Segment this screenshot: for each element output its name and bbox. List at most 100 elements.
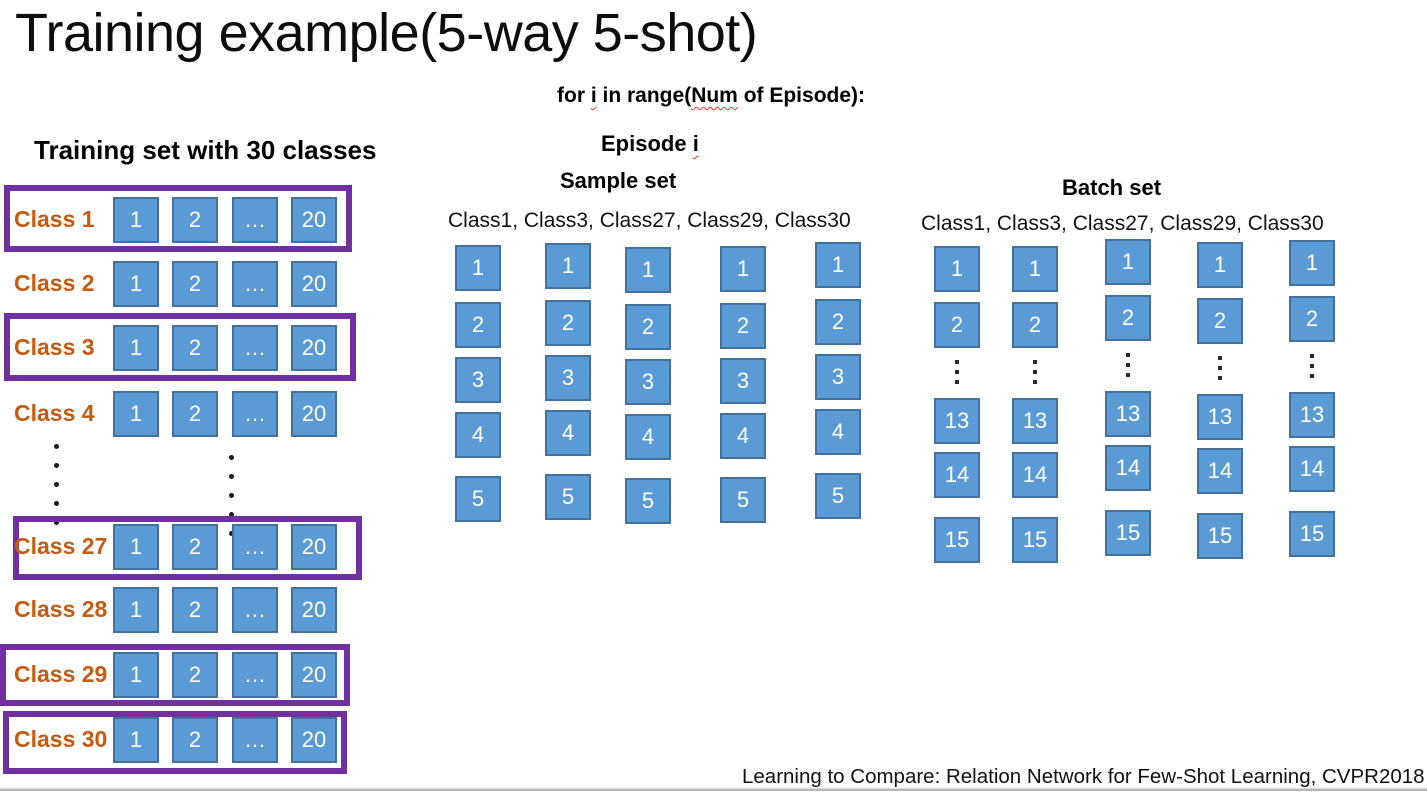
instance-box: 2 — [172, 391, 218, 437]
class-row-label: Class 27 — [14, 533, 108, 559]
sample-box: 5 — [625, 478, 671, 524]
loop-segment-spellcheck: Num — [691, 84, 738, 107]
sample-box: 4 — [545, 410, 591, 456]
sample-box: 2 — [815, 299, 861, 345]
instance-box: … — [232, 524, 278, 570]
batch-box: 1 — [1289, 240, 1335, 286]
sample-box: 1 — [545, 243, 591, 289]
loop-segment-spellcheck: i — [590, 84, 597, 107]
class-row-label: Class 1 — [14, 206, 95, 232]
batch-box: 14 — [1105, 445, 1151, 491]
batch-box: 15 — [1105, 510, 1151, 556]
instance-box: … — [232, 391, 278, 437]
episode-segment-spellcheck: i — [692, 131, 699, 156]
batch-ellipsis — [1310, 354, 1314, 384]
batch-set-heading: Batch set — [1062, 175, 1162, 200]
sample-box: 5 — [720, 477, 766, 523]
sample-box: 4 — [455, 412, 501, 458]
class-row-label: Class 30 — [14, 726, 108, 752]
instance-box: 20 — [291, 717, 337, 763]
batch-box: 14 — [1012, 452, 1058, 498]
instance-box: … — [232, 652, 278, 698]
class-row-label: Class 29 — [14, 661, 108, 687]
instance-box: 2 — [172, 261, 218, 307]
instance-box: … — [232, 717, 278, 763]
sample-box: 5 — [815, 473, 861, 519]
sample-box: 1 — [625, 247, 671, 293]
instance-box: 1 — [113, 261, 159, 307]
instance-box: 1 — [113, 717, 159, 763]
batch-box: 1 — [1012, 246, 1058, 292]
batch-classes-line: Class1, Class3, Class27, Class29, Class3… — [921, 212, 1324, 235]
batch-box: 13 — [1012, 398, 1058, 444]
batch-box: 15 — [1012, 517, 1058, 563]
batch-box: 2 — [1012, 302, 1058, 348]
loop-segment: of Episode): — [737, 84, 866, 107]
instance-box: 1 — [113, 325, 159, 371]
ellipsis-dots-left — [54, 444, 59, 539]
sample-box: 3 — [720, 358, 766, 404]
instance-box: 1 — [113, 652, 159, 698]
sample-box: 5 — [455, 476, 501, 522]
class-row-label: Class 28 — [14, 596, 108, 622]
loop-segment: in range( — [596, 84, 692, 107]
batch-box: 1 — [1105, 239, 1151, 285]
class-row-label: Class 2 — [14, 270, 95, 296]
selected-class-outline — [0, 644, 350, 706]
instance-box: … — [232, 325, 278, 371]
sample-box: 4 — [815, 409, 861, 455]
sample-box: 3 — [545, 355, 591, 401]
batch-box: 2 — [1105, 295, 1151, 341]
batch-ellipsis — [955, 360, 959, 390]
sample-box: 1 — [455, 245, 501, 291]
pseudocode-line: for i in range(Num of Episode): — [557, 84, 865, 108]
sample-box: 4 — [720, 413, 766, 459]
instance-box: 2 — [172, 652, 218, 698]
batch-box: 1 — [1197, 242, 1243, 288]
batch-box: 15 — [1289, 511, 1335, 557]
batch-box: 13 — [1289, 392, 1335, 438]
sample-box: 1 — [720, 246, 766, 292]
citation: Learning to Compare: Relation Network fo… — [742, 765, 1425, 788]
ellipsis-dots-right — [229, 455, 234, 550]
loop-segment: for — [557, 84, 591, 107]
sample-box: 2 — [545, 300, 591, 346]
class-row-label: Class 3 — [14, 334, 95, 360]
batch-box: 13 — [1197, 394, 1243, 440]
sample-set-heading: Sample set — [560, 168, 677, 193]
selected-class-outline — [13, 516, 362, 580]
instance-box: 1 — [113, 197, 159, 243]
batch-box: 15 — [934, 517, 980, 563]
sample-box: 3 — [815, 354, 861, 400]
episode-segment: Episode — [601, 131, 693, 156]
selected-class-outline — [4, 313, 356, 381]
sample-box: 2 — [720, 303, 766, 349]
instance-box: 20 — [291, 197, 337, 243]
instance-box: 1 — [113, 391, 159, 437]
selected-class-outline — [4, 185, 352, 252]
page-title: Training example(5-way 5-shot) — [15, 3, 758, 63]
sample-classes-line: Class1, Class3, Class27, Class29, Class3… — [448, 209, 851, 232]
instance-box: 20 — [291, 652, 337, 698]
sample-box: 3 — [455, 357, 501, 403]
sample-box: 5 — [545, 474, 591, 520]
batch-box: 2 — [1197, 298, 1243, 344]
sample-box: 4 — [625, 414, 671, 460]
instance-box: 2 — [172, 587, 218, 633]
instance-box: … — [232, 197, 278, 243]
instance-box: 20 — [291, 325, 337, 371]
batch-box: 14 — [1197, 448, 1243, 494]
sample-box: 2 — [625, 304, 671, 350]
batch-box: 1 — [934, 246, 980, 292]
batch-ellipsis — [1126, 353, 1130, 383]
instance-box: 2 — [172, 197, 218, 243]
instance-box: 2 — [172, 325, 218, 371]
instance-box: 2 — [172, 717, 218, 763]
instance-box: 1 — [113, 524, 159, 570]
instance-box: 20 — [291, 261, 337, 307]
sample-box: 3 — [625, 359, 671, 405]
instance-box: 20 — [291, 587, 337, 633]
instance-box: 2 — [172, 524, 218, 570]
episode-label: Episode i — [601, 131, 699, 157]
